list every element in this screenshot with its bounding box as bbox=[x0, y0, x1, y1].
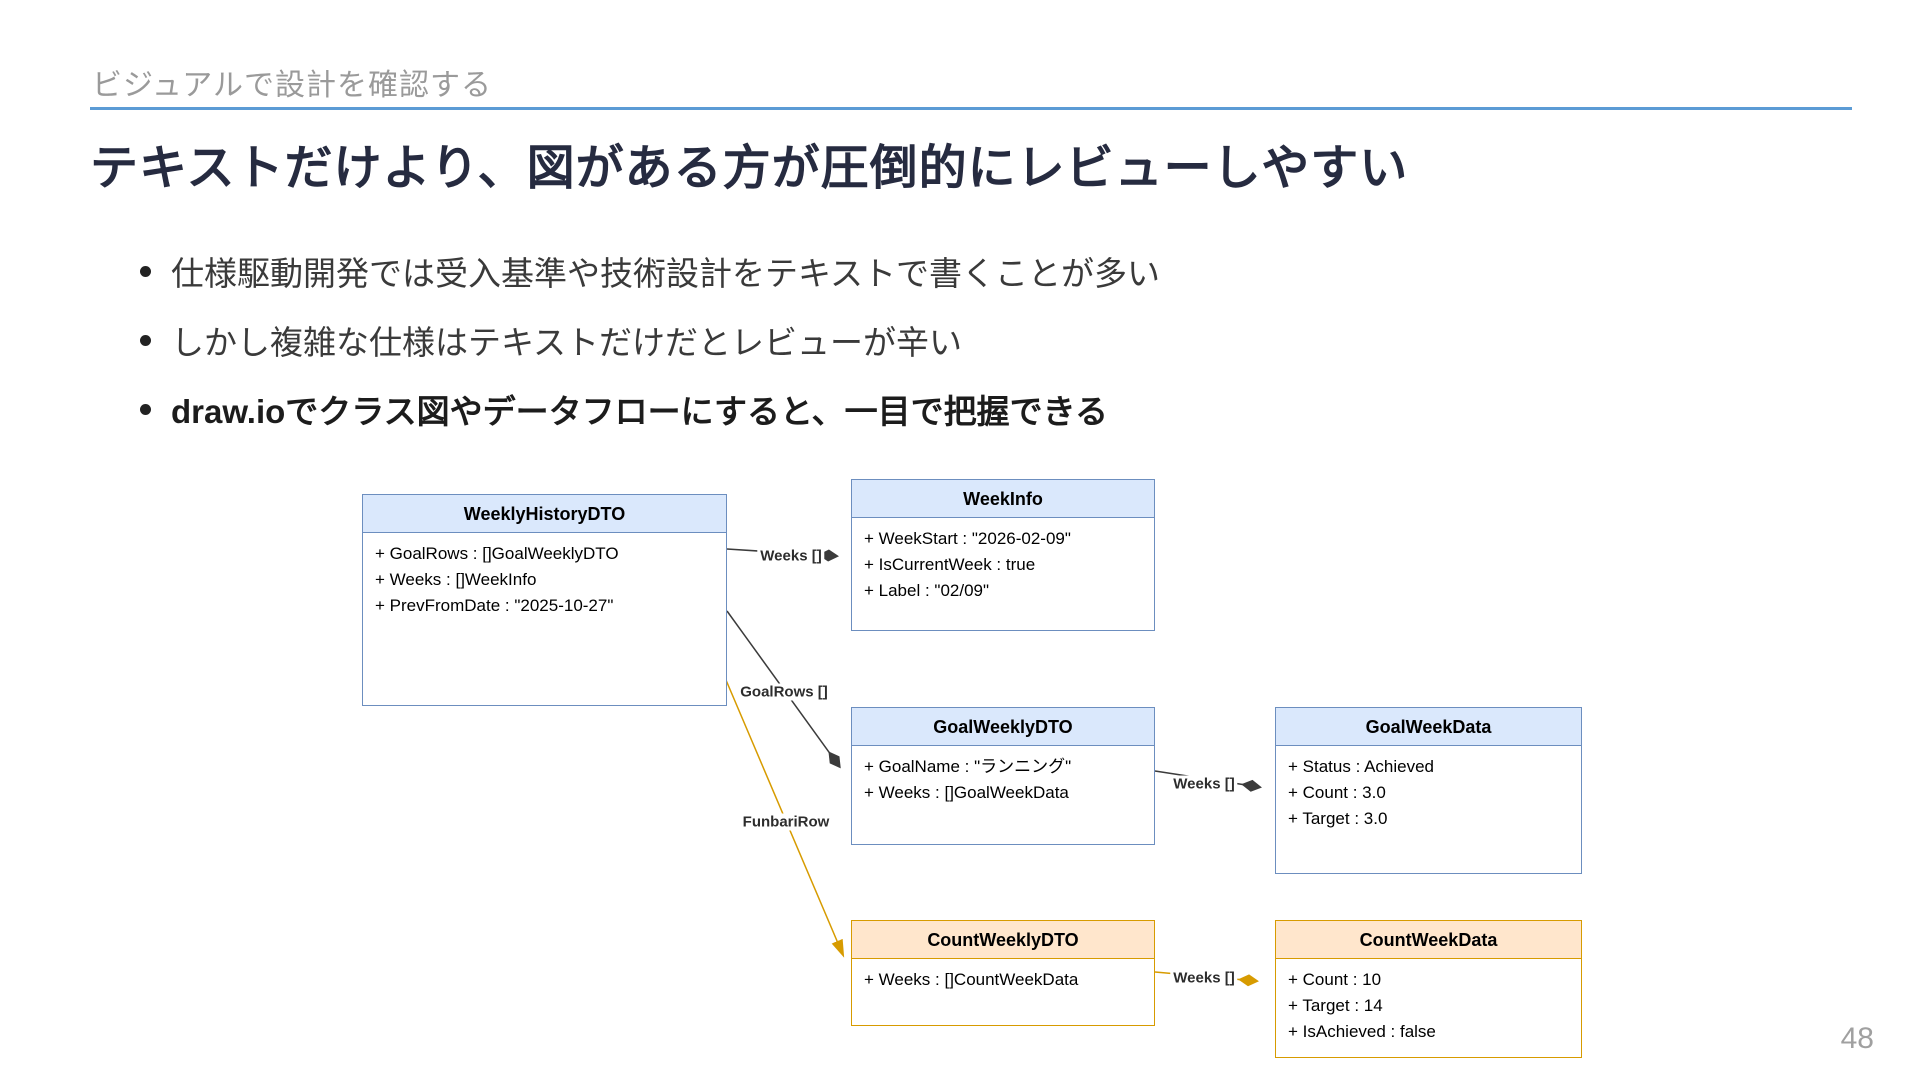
class-attribute: + Target : 14 bbox=[1288, 996, 1383, 1015]
class-attribute: + Weeks : []CountWeekData bbox=[864, 970, 1079, 989]
class-attribute: + GoalName : "ランニング" bbox=[864, 757, 1072, 776]
bullet-item: draw.ioでクラス図やデータフローにすると、一目で把握できる bbox=[140, 390, 1160, 430]
bullet-item: 仕様駆動開発では受入基準や技術設計をテキストで書くことが多い bbox=[140, 252, 1160, 292]
class-attribute: + GoalRows : []GoalWeeklyDTO bbox=[375, 544, 619, 563]
class-name: GoalWeeklyDTO bbox=[852, 708, 1154, 746]
bullet-list: 仕様駆動開発では受入基準や技術設計をテキストで書くことが多い しかし複雑な仕様は… bbox=[140, 252, 1160, 459]
class-attribute: + Target : 3.0 bbox=[1288, 809, 1388, 828]
class-attribute: + Label : "02/09" bbox=[864, 581, 990, 600]
edge-label-weeks: Weeks [] bbox=[1170, 775, 1238, 793]
edge-label-funbarirow: FunbariRow bbox=[739, 813, 833, 831]
class-attribute: + Count : 10 bbox=[1288, 970, 1382, 989]
bullet-dot-icon bbox=[140, 265, 151, 277]
class-name: WeekInfo bbox=[852, 480, 1154, 518]
page-number: 48 bbox=[1840, 1022, 1874, 1055]
page-title: テキストだけより、図がある方が圧倒的にレビューしやすい bbox=[90, 142, 1409, 195]
class-attribute: + IsAchieved : false bbox=[1288, 1022, 1436, 1041]
class-attribute: + Weeks : []GoalWeekData bbox=[864, 783, 1069, 802]
bullet-dot-icon bbox=[140, 334, 151, 346]
class-attribute: + Weeks : []WeekInfo bbox=[375, 570, 537, 589]
bullet-item: しかし複雑な仕様はテキストだけだとレビューが辛い bbox=[140, 321, 1160, 361]
class-attribute: + WeekStart : "2026-02-09" bbox=[864, 529, 1071, 548]
edge-label-goalrows: GoalRows [] bbox=[737, 683, 831, 701]
slide-kicker: ビジュアルで設計を確認する bbox=[92, 69, 492, 102]
class-box-countweeklydto: CountWeeklyDTO + Weeks : []CountWeekData bbox=[851, 920, 1155, 1026]
class-box-weeklyhistorydto: WeeklyHistoryDTO + GoalRows : []GoalWeek… bbox=[362, 494, 727, 706]
class-box-goalweeklydto: GoalWeeklyDTO + GoalName : "ランニング" + Wee… bbox=[851, 707, 1155, 845]
edge-label-weeks: Weeks [] bbox=[757, 547, 825, 565]
class-name: CountWeeklyDTO bbox=[852, 921, 1154, 959]
accent-rule bbox=[90, 107, 1852, 110]
class-box-countweekdata: CountWeekData + Count : 10 + Target : 14… bbox=[1275, 920, 1582, 1058]
class-attribute: + PrevFromDate : "2025-10-27" bbox=[375, 596, 614, 615]
class-box-goalweekdata: GoalWeekData + Status : Achieved + Count… bbox=[1275, 707, 1582, 874]
class-attribute: + Count : 3.0 bbox=[1288, 783, 1386, 802]
bullet-text: しかし複雑な仕様はテキストだけだとレビューが辛い bbox=[171, 324, 963, 361]
bullet-text: draw.ioでクラス図やデータフローにすると、一目で把握できる bbox=[171, 393, 1108, 430]
bullet-text: 仕様駆動開発では受入基準や技術設計をテキストで書くことが多い bbox=[171, 255, 1161, 292]
class-name: WeeklyHistoryDTO bbox=[363, 495, 726, 533]
class-name: GoalWeekData bbox=[1276, 708, 1581, 746]
class-name: CountWeekData bbox=[1276, 921, 1581, 959]
class-attribute: + Status : Achieved bbox=[1288, 757, 1435, 776]
edge-label-weeks: Weeks [] bbox=[1170, 969, 1238, 987]
class-attribute: + IsCurrentWeek : true bbox=[864, 555, 1036, 574]
bullet-dot-icon bbox=[140, 403, 151, 415]
class-box-weekinfo: WeekInfo + WeekStart : "2026-02-09" + Is… bbox=[851, 479, 1155, 631]
